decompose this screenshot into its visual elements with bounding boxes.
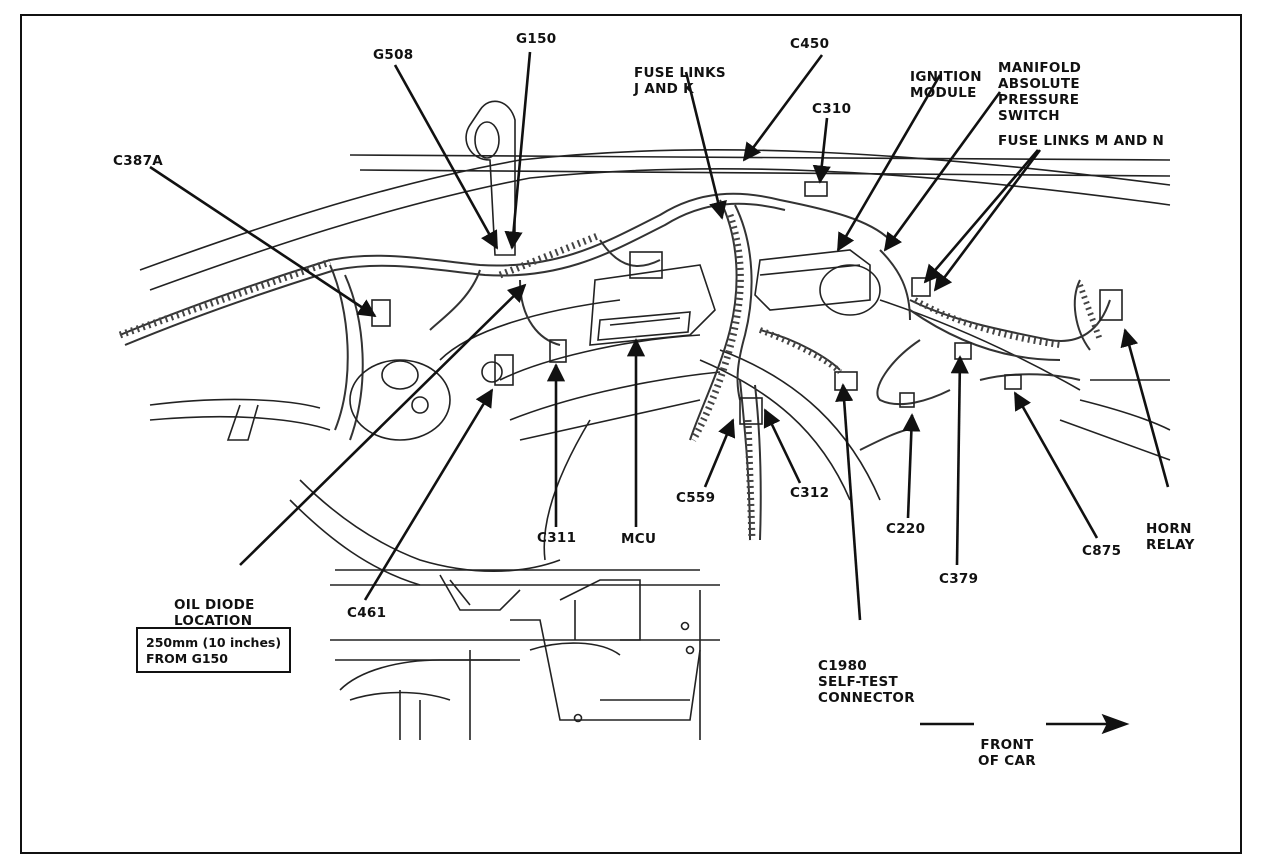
label-c220: C220	[886, 521, 926, 537]
leader-c387a	[149, 165, 377, 318]
label-c379: C379	[939, 571, 979, 587]
leader-c220	[902, 413, 921, 519]
direction-arrow	[920, 713, 1130, 735]
note-line-2: FROM G150	[146, 651, 228, 666]
g150-distance-note: 250mm (10 inches) FROM G150	[136, 627, 291, 673]
leader-fuse-links-mn-b	[933, 149, 1042, 292]
label-c310: C310	[812, 101, 852, 117]
label-c461: C461	[347, 605, 387, 621]
label-c875: C875	[1082, 543, 1122, 559]
leader-c312	[763, 408, 802, 484]
label-c559: C559	[676, 490, 716, 506]
leader-c450	[742, 54, 824, 162]
label-g508: G508	[373, 47, 414, 63]
leader-c1980	[835, 383, 862, 621]
leader-oil-diode	[239, 283, 527, 566]
diagram-frame	[20, 14, 1242, 854]
wiring-harness	[118, 192, 1111, 541]
label-c450: C450	[790, 36, 830, 52]
leader-ignition-module	[836, 74, 942, 252]
leader-fuse-links-jk	[684, 71, 727, 220]
leader-horn-relay	[1120, 328, 1170, 488]
note-line-1: 250mm (10 inches)	[146, 635, 282, 650]
leader-lines	[149, 51, 1170, 621]
body-outline	[139, 149, 1171, 586]
g150-bracket	[465, 100, 516, 256]
leader-c875	[1013, 391, 1099, 539]
leader-c310	[812, 117, 831, 184]
label-c312: C312	[790, 485, 830, 501]
leader-g508	[393, 64, 499, 250]
leader-fuse-links-mn-a	[923, 149, 1039, 284]
leader-g150	[504, 51, 532, 250]
label-mcu: MCU	[621, 531, 657, 547]
label-g150: G150	[516, 31, 557, 47]
label-c311: C311	[537, 530, 577, 546]
leader-c461	[363, 388, 494, 601]
leader-map-switch	[883, 91, 1002, 252]
leader-c379	[950, 355, 969, 566]
label-c387a: C387A	[113, 153, 164, 169]
leader-c559	[703, 418, 736, 488]
lower-structure	[330, 569, 720, 740]
label-fuse-links-mn: FUSE LINKS M AND N	[998, 133, 1165, 149]
